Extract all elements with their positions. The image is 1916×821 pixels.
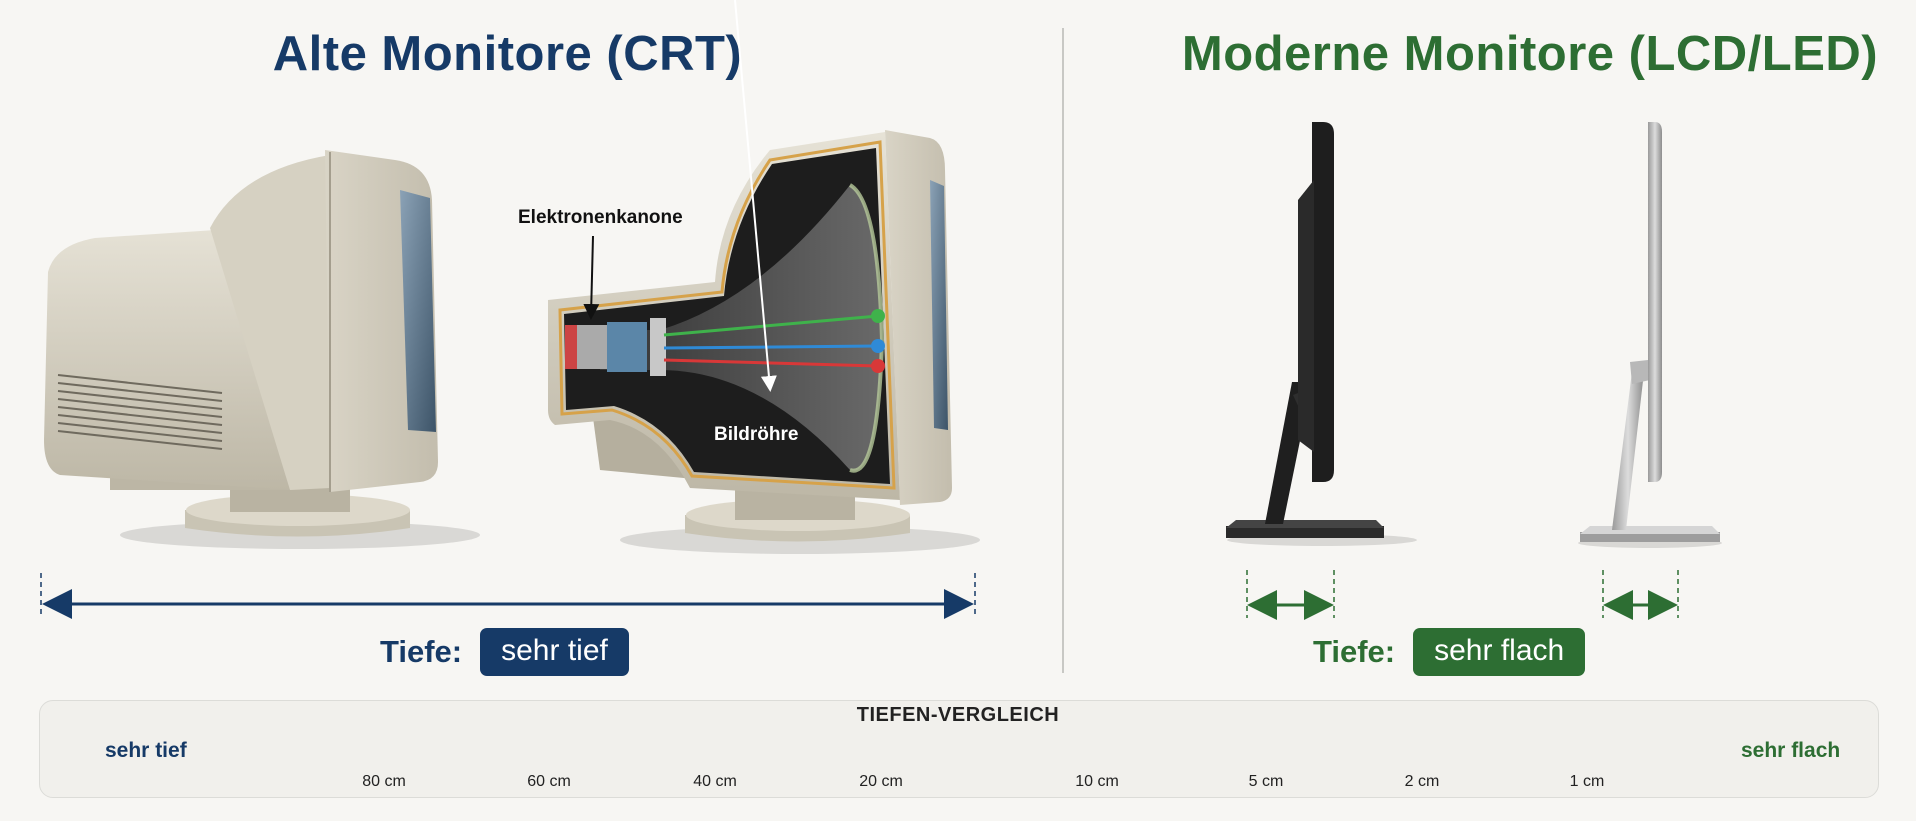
depth-comparison-panel <box>39 700 1879 798</box>
lcd-monitor-silver-icon <box>1578 122 1722 548</box>
tick-label: 40 cm <box>693 773 737 790</box>
crt-title: Alte Monitore (CRT) <box>272 27 743 81</box>
tick-label: 60 cm <box>527 773 571 790</box>
lcd-depth-badge: sehr flach <box>1413 628 1586 676</box>
lcd-monitor-black-icon <box>1226 122 1417 546</box>
comparison-left-label: sehr tief <box>105 739 187 762</box>
crt-depth-row: Tiefe: sehr tief <box>380 628 629 676</box>
section-divider <box>1062 28 1064 673</box>
tick-label: 20 cm <box>859 773 903 790</box>
lcd-title: Moderne Monitore (LCD/LED) <box>1181 27 1879 81</box>
tick-label: 80 cm <box>362 773 406 790</box>
tick-label: 10 cm <box>1075 773 1119 790</box>
lcd-depth-row: Tiefe: sehr flach <box>1313 628 1586 676</box>
picture-tube-label: Bildröhre <box>714 424 799 445</box>
crt-depth-badge: sehr tief <box>480 628 629 676</box>
tick-label: 5 cm <box>1248 773 1284 790</box>
comparison-right-label: sehr flach <box>1741 739 1841 762</box>
crt-depth-label: Tiefe: <box>380 634 463 669</box>
crt-monitor-side-icon <box>44 150 480 549</box>
crt-monitor-cutaway-icon <box>548 0 980 554</box>
lcd-depth-label: Tiefe: <box>1313 634 1396 669</box>
comparison-title: TIEFEN-VERGLEICH <box>856 704 1060 726</box>
electron-gun-label: Elektronenkanone <box>518 207 683 228</box>
tick-label: 2 cm <box>1404 773 1440 790</box>
tick-label: 1 cm <box>1569 773 1605 790</box>
